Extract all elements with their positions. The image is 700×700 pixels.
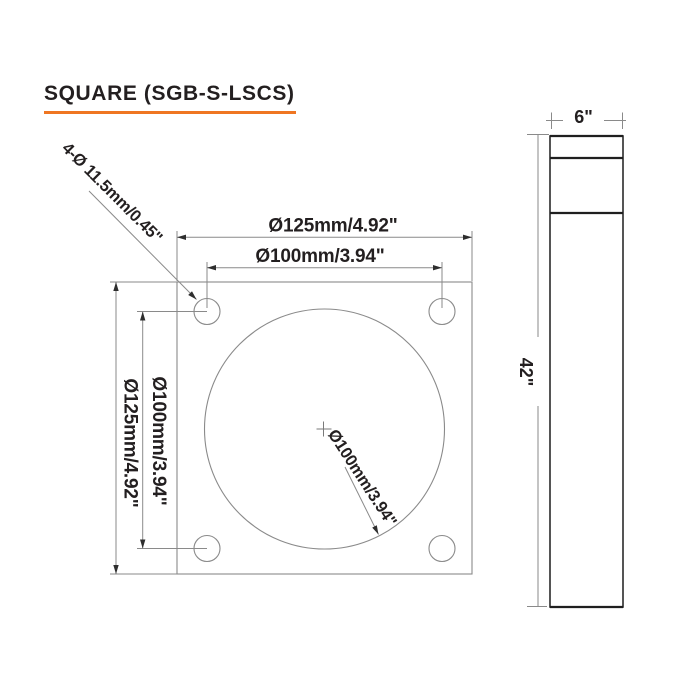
arrowhead <box>188 291 197 300</box>
arrowhead <box>372 525 379 535</box>
arrowhead <box>177 234 186 240</box>
leader-line <box>344 466 379 535</box>
bollard-outline <box>549 135 624 608</box>
bollard-height-dim-label: 42" <box>516 358 536 387</box>
center-circle-dim-label: Ø100mm/3.94" <box>324 426 400 530</box>
arrowhead <box>463 234 472 240</box>
plate-top-outer-dim-label: Ø125mm/4.92" <box>268 216 397 237</box>
arrowhead <box>113 565 119 574</box>
page-title: SQUARE (SGB-S-LSCS) <box>44 82 295 105</box>
bollard-side-view: 6" 42" <box>516 107 626 609</box>
plate-front-view: Ø125mm/4.92" Ø100mm/3.94" Ø125mm/4.92" <box>58 139 473 575</box>
plate-left-outer-dimension: Ø125mm/4.92" <box>110 281 177 575</box>
plate-top-outer-dimension: Ø125mm/4.92" <box>176 216 473 281</box>
arrowhead <box>140 539 146 549</box>
arrowhead <box>140 311 146 321</box>
center-circle-callout: Ø100mm/3.94" <box>324 426 400 535</box>
bollard-width-dimension: 6" <box>546 107 626 129</box>
center-circle <box>203 308 446 550</box>
bollard-width-dim-label: 6" <box>574 107 593 127</box>
bollard-height-dimension: 42" <box>516 134 549 607</box>
plate-left-inner-dimension: Ø100mm/3.94" <box>137 311 207 549</box>
title-underline <box>44 111 296 114</box>
leader-line <box>88 190 197 300</box>
plate-top-inner-dim-label: Ø100mm/3.94" <box>255 246 384 267</box>
arrowhead <box>207 265 216 271</box>
plate-outline <box>176 281 473 575</box>
arrowhead <box>113 282 119 291</box>
bolt-hole-bottom-right <box>428 534 456 563</box>
plate-left-inner-dim-label: Ø100mm/3.94" <box>148 376 169 505</box>
hole-callout-label: 4-Ø 11.5mm/0.45" <box>58 139 165 246</box>
bolt-hole-callout: 4-Ø 11.5mm/0.45" <box>58 139 197 300</box>
center-mark <box>316 421 332 437</box>
plate-left-outer-dim-label: Ø125mm/4.92" <box>120 378 141 507</box>
arrowhead <box>433 265 442 271</box>
plate-top-inner-dimension: Ø100mm/3.94" <box>206 246 443 308</box>
